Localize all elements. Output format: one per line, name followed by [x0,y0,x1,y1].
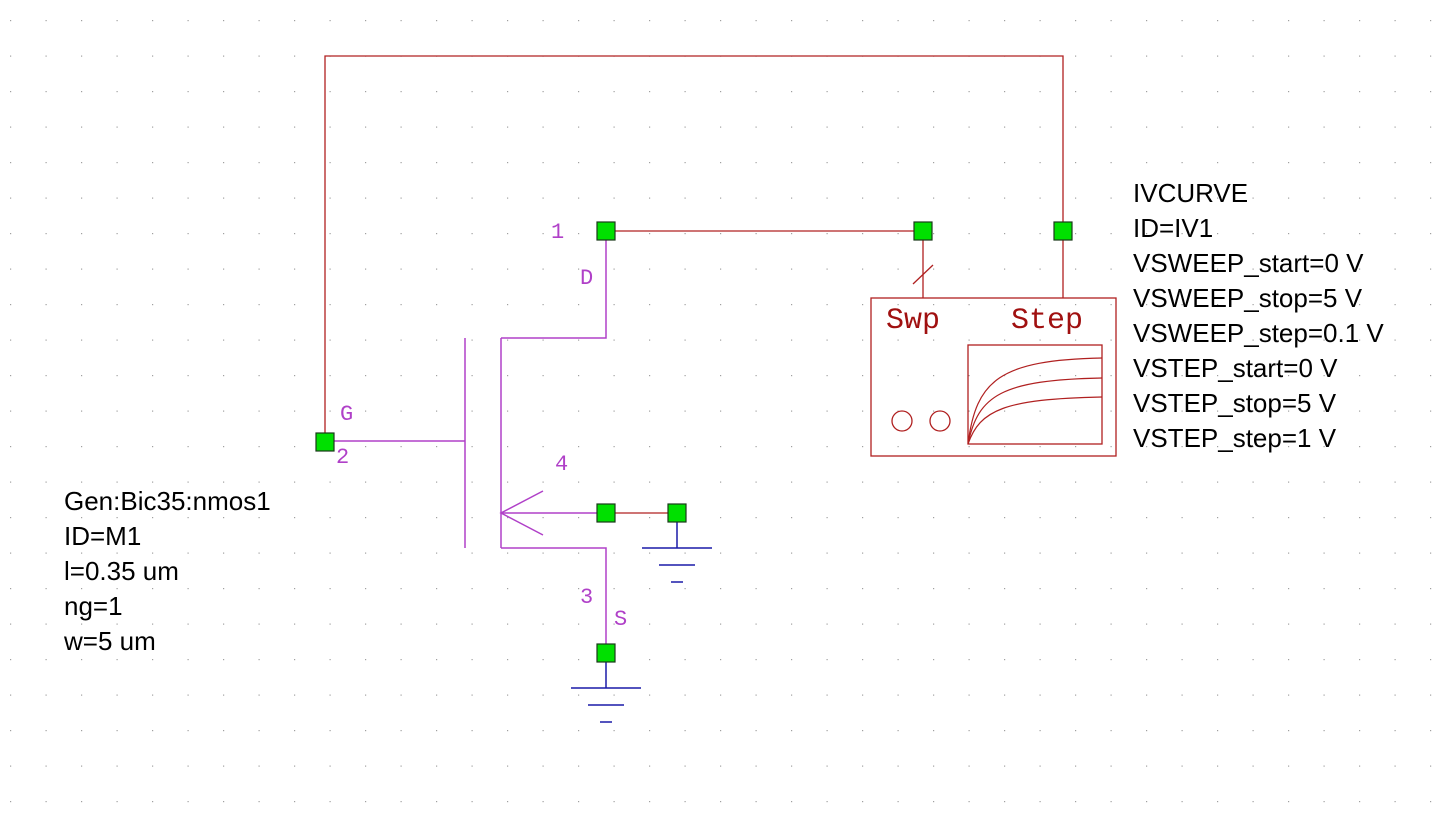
grounds [571,513,712,723]
source-pin-number: 3 [580,585,593,610]
ivcurve-param-vstep-start: VSTEP_start=0 V [1133,353,1338,383]
ivcurve-param-vstep-step: VSTEP_step=1 V [1133,423,1337,453]
swp-lead-tick [912,264,934,285]
pin-labels: 1 D G 2 4 3 S [336,220,627,632]
ivcurve-param-vsweep-step: VSWEEP_step=0.1 V [1133,318,1384,348]
terminal-circle-right [929,410,951,432]
gate-pin-label: G [340,402,353,427]
nmos-transistor[interactable] [325,231,607,653]
ivcurve-instrument[interactable]: Swp Step [870,297,1117,457]
mosfet-param-id: ID=M1 [64,521,141,551]
node-body[interactable] [596,503,616,523]
ivcurve-param-id: ID=IV1 [1133,213,1213,243]
source-pin-label: S [614,607,627,632]
drain-path [501,231,607,339]
body-arrow [499,490,544,536]
nodes [315,221,1073,663]
drain-pin-label: D [580,266,593,291]
step-label: Step [1011,304,1083,338]
body-ground-symbol [642,513,712,583]
node-step[interactable] [1053,221,1073,241]
iv-graph-curves [967,357,1103,445]
node-body-ground[interactable] [667,503,687,523]
iv-curve-low [967,396,1103,445]
gate-pin-number: 2 [336,445,349,470]
ivcurve-param-vstep-stop: VSTEP_stop=5 V [1133,388,1337,418]
swp-label: Swp [886,304,940,338]
mosfet-param-l: l=0.35 um [64,556,179,586]
iv-curve-top [967,357,1103,445]
node-gate[interactable] [315,432,335,452]
node-swp[interactable] [913,221,933,241]
ivcurve-params[interactable]: IVCURVE ID=IV1 VSWEEP_start=0 V VSWEEP_s… [1133,178,1384,453]
mosfet-params[interactable]: Gen:Bic35:nmos1 ID=M1 l=0.35 um ng=1 w=5… [63,486,271,656]
mosfet-param-model: Gen:Bic35:nmos1 [64,486,271,516]
gate-to-step-wire[interactable] [324,55,1064,441]
wires [324,55,1064,514]
node-source[interactable] [596,643,616,663]
iv-graph-frame [967,344,1103,445]
body-pin-number: 4 [555,452,568,477]
ivcurve-param-vsweep-stop: VSWEEP_stop=5 V [1133,283,1363,313]
terminal-circle-left [891,410,913,432]
node-drain[interactable] [596,221,616,241]
source-ground-symbol [571,653,641,723]
ivcurve-box [870,297,1117,457]
mosfet-param-ng: ng=1 [64,591,123,621]
iv-curve-mid [967,377,1103,445]
mosfet-param-w: w=5 um [63,626,156,656]
source-path [501,547,607,653]
drain-pin-number: 1 [551,220,564,245]
ivcurve-param-name: IVCURVE [1133,178,1248,208]
ivcurve-param-vsweep-start: VSWEEP_start=0 V [1133,248,1364,278]
